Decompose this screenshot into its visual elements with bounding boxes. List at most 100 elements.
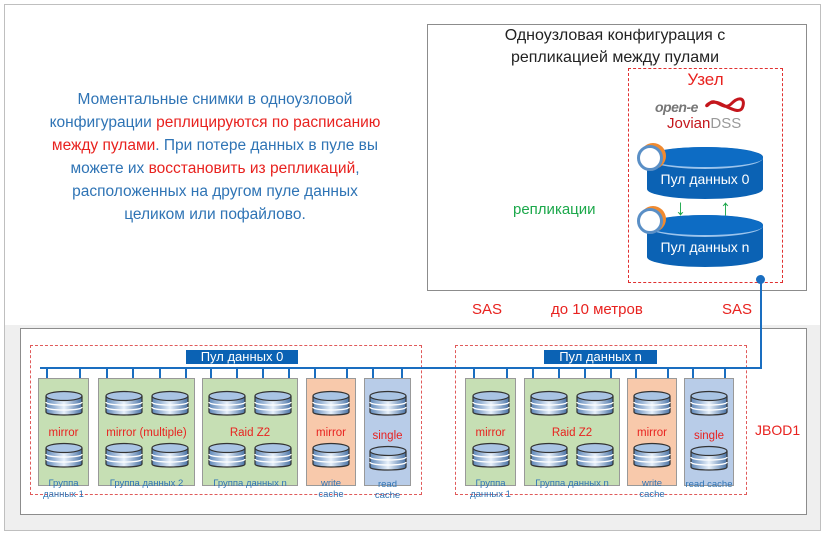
connector-line	[532, 368, 534, 378]
disk-icon	[471, 441, 511, 476]
disk-row	[689, 389, 729, 424]
node-pool-0: Пул данных 0	[647, 147, 763, 199]
raid-type-label: mirror (multiple)	[106, 427, 187, 439]
pool0-group-2: Raid Z2 Группа данных n	[202, 378, 298, 489]
connector-line	[346, 368, 348, 378]
pooln-group-3: single read cache	[684, 378, 734, 490]
disk-row	[632, 389, 672, 424]
connector-dot	[756, 275, 765, 284]
connector-line	[372, 368, 374, 378]
logo-text: open-e	[655, 99, 698, 115]
disk-icon	[311, 441, 351, 476]
disk-row	[471, 389, 511, 424]
connector-line	[692, 368, 694, 378]
replication-label: репликации	[513, 201, 596, 218]
group-name-label: Группа данных 1	[43, 478, 84, 500]
snapshot-clock-icon	[637, 145, 663, 171]
desc-part: Моментальные снимки в одноузловой конфиг…	[49, 91, 353, 131]
connector-line	[473, 368, 475, 378]
connector-line	[610, 368, 612, 378]
disk-icon	[529, 441, 569, 476]
disk-icon	[368, 389, 408, 424]
disk-icon	[44, 389, 84, 424]
group-name-label: Группа данных n	[535, 478, 609, 489]
pool0-group-1: mirror (multiple) Группа данных 2	[98, 378, 195, 489]
disk-icon	[104, 441, 144, 476]
disk-icon	[253, 389, 293, 424]
group-name-label: write cache	[639, 478, 665, 500]
title-line: Одноузловая конфигурация с	[504, 27, 726, 44]
pool-0-title: Пул данных 0	[186, 350, 298, 364]
connector-line	[158, 368, 161, 378]
sas-label: SAS	[472, 301, 503, 318]
disk-row	[207, 389, 293, 424]
disk-icon	[311, 389, 351, 424]
disk-row	[368, 444, 408, 479]
connector-line	[584, 368, 586, 378]
disk-icon	[471, 389, 511, 424]
disk-icon	[575, 441, 615, 476]
group-name-label: Группа данных 1	[470, 478, 511, 500]
disk-row	[529, 441, 615, 476]
connector-line	[132, 368, 135, 378]
raid-type-label: single	[693, 430, 725, 442]
sas-label: SAS	[722, 301, 753, 318]
logo-text: DSS	[710, 115, 742, 132]
disk-icon	[207, 441, 247, 476]
pool-0-dashed-box	[30, 345, 422, 495]
disk-row	[311, 389, 351, 424]
raid-type-label: mirror	[315, 427, 347, 439]
node-dashed-box	[628, 68, 783, 283]
disk-row	[207, 441, 293, 476]
disk-icon	[44, 441, 84, 476]
disk-row	[104, 441, 190, 476]
disk-icon	[529, 389, 569, 424]
pool-label: Пул данных n	[660, 239, 750, 255]
pool0-group-3: mirror write cache	[306, 378, 356, 500]
connector-line	[635, 368, 637, 378]
raid-type-label: Raid Z2	[229, 427, 271, 439]
logo-text: Jovian	[667, 115, 711, 132]
snapshot-clock-icon	[637, 208, 663, 234]
desc-part: , расположенных на другом пуле данных це…	[72, 160, 360, 223]
connector-line	[185, 368, 187, 378]
connector-line	[262, 368, 264, 378]
desc-highlight: восстановить из репликаций	[148, 160, 356, 177]
connector-line	[46, 368, 48, 378]
disk-row	[632, 441, 672, 476]
description-text: Моментальные снимки в одноузловой конфиг…	[40, 88, 390, 226]
connector-line	[79, 368, 81, 378]
disk-icon	[368, 444, 408, 479]
group-name-label: Группа данных 2	[109, 478, 184, 489]
group-name-label: read cache	[685, 479, 733, 490]
open-e-logo: open-e	[655, 96, 751, 115]
connector-line	[558, 368, 560, 378]
group-name-label: write cache	[318, 478, 344, 500]
node-label: Узел	[687, 70, 724, 89]
raid-type-label: mirror	[636, 427, 668, 439]
disk-icon	[575, 389, 615, 424]
disk-row	[471, 441, 511, 476]
disk-icon	[104, 389, 144, 424]
disk-icon	[150, 389, 190, 424]
raid-type-label: mirror	[475, 427, 506, 439]
disk-icon	[632, 441, 672, 476]
desc-highlight: реплицируются по расписанию между пулами	[51, 114, 381, 154]
disk-row	[104, 389, 190, 424]
jovian-logo: JovianDSS	[667, 115, 741, 132]
group-name-label: Группа данных n	[213, 478, 287, 489]
disk-row	[44, 441, 84, 476]
disk-row	[311, 441, 351, 476]
jbod-label: JBOD1	[755, 422, 801, 438]
disk-icon	[689, 444, 729, 479]
raid-type-label: Raid Z2	[551, 427, 593, 439]
disk-row	[44, 389, 84, 424]
connector-line	[106, 368, 108, 378]
disk-row	[689, 444, 729, 479]
disk-icon	[689, 389, 729, 424]
disk-icon	[632, 389, 672, 424]
